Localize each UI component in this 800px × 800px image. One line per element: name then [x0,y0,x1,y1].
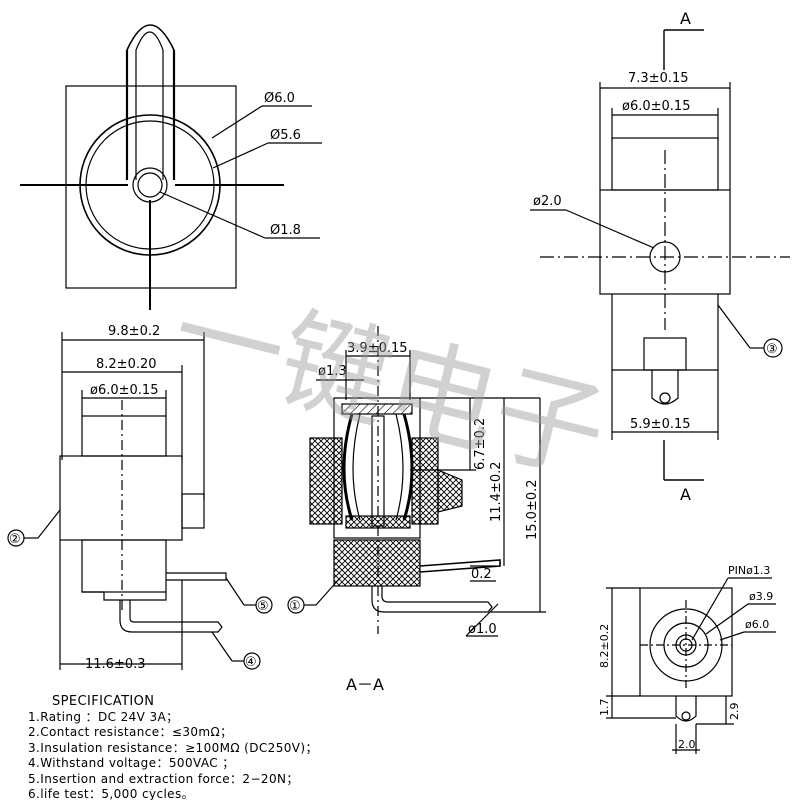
spec-item: 4.Withstand voltage：500VAC ； [28,756,235,770]
dim-side-width-bottom: 11.6±0.3 [85,657,146,672]
section-mark-top: A [680,9,691,28]
watermark: 一键电子 [160,268,618,499]
section-mark-bottom: A [680,485,691,504]
section-label: A－A [346,675,384,694]
dim-sec-h150: 15.0±0.2 [525,479,540,540]
dim-bottom-17: 1.7 [598,699,611,717]
spec-item: 2.Contact resistance：≤30mΩ； [28,725,233,739]
section-view: 3.9±0.15 ø1.3 6.7±0.2 11.4±0.2 15.0±0.2 [287,326,546,694]
dim-bottom-height: 8.2±0.2 [598,624,611,668]
callout-4: ④ [245,655,257,670]
dim-bottom-pin-label: PINø1.3 [728,564,770,577]
side-view: 9.8±0.2 8.2±0.20 ø6.0±0.15 11.6±0.3 ② ⑤ … [7,324,273,672]
bottom-view: PINø1.3 ø3.9 ø6.0 8.2±0.2 1.7 2.9 2.0 [598,564,776,754]
spec-item: 6.life test：5,000 cycles。 [28,787,195,800]
dim-bottom-dia60: ø6.0 [745,618,769,631]
callout-5: ⑤ [257,599,269,614]
dim-side-width-mid: 8.2±0.20 [96,357,157,372]
front-view: A 7.3±0.15 ø6.0±0.15 ø2.0 5.9±0.15 A [530,9,790,504]
spec-item: 3.Insulation resistance：≥100MΩ (DC250V)； [28,740,318,755]
dim-front-width-total: 7.3±0.15 [628,71,689,86]
dim-side-dia-body: ø6.0±0.15 [90,383,158,398]
dim-sec-dia10: ø1.0 [468,622,497,637]
dim-top-dia-inner: Ø5.6 [270,128,301,143]
spec-item: 1.Rating ：DC 24V 3A； [28,709,179,724]
dim-sec-h114: 11.4±0.2 [489,461,504,522]
dim-bottom-20: 2.0 [678,738,696,751]
callout-2: ② [9,532,21,547]
callout-1: ① [289,599,301,614]
dim-front-dia-hole: ø2.0 [533,194,562,209]
callout-3: ③ [766,342,778,357]
dim-front-dia-body: ø6.0±0.15 [622,99,690,114]
dim-top-dia-outer: Ø6.0 [264,91,295,106]
dim-sec-h67: 6.7±0.2 [473,418,488,470]
dim-sec-width-top: 3.9±0.15 [347,341,408,356]
dim-top-dia-pin: Ø1.8 [270,223,301,238]
dim-sec-dia-pin: ø1.3 [318,364,347,379]
specification-title: SPECIFICATION [52,694,155,709]
dim-side-width-total: 9.8±0.2 [108,324,160,339]
dim-bottom-dia39: ø3.9 [749,590,773,603]
spec-item: 5.Insertion and extraction force：2−20N； [28,771,299,786]
dim-sec-t02: 0.2 [471,567,492,582]
dim-bottom-29: 2.9 [728,703,741,721]
dim-front-width-bottom: 5.9±0.15 [630,417,691,432]
specification-block: SPECIFICATION 1.Rating ：DC 24V 3A； 2.Con… [28,694,318,800]
top-view: Ø6.0 Ø5.6 Ø1.8 [20,24,322,310]
